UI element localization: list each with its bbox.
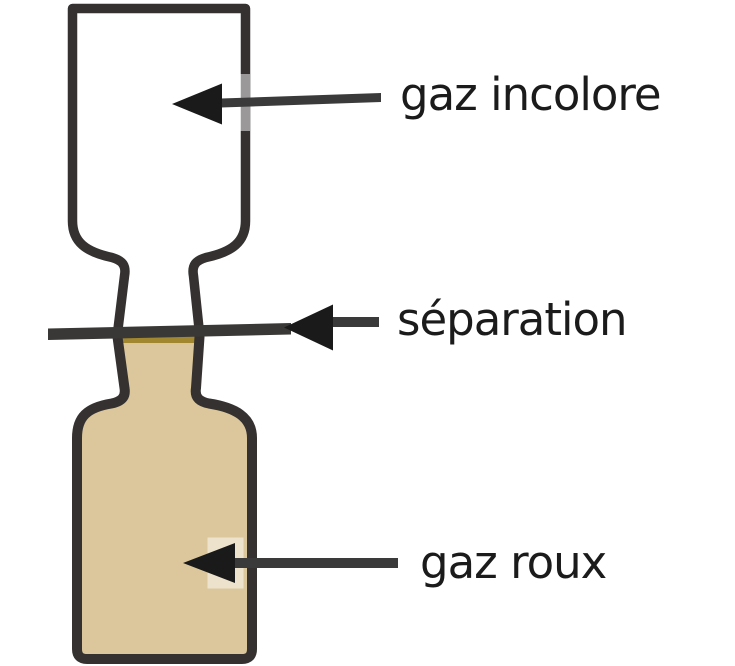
upper-flask-body bbox=[67, 3, 251, 338]
arrow-upper-gas bbox=[172, 83, 381, 125]
label-lower-gas: gaz roux bbox=[420, 536, 607, 589]
arrow-lower-line bbox=[233, 558, 398, 568]
arrowhead-left-icon bbox=[183, 543, 235, 583]
label-upper-gas: gaz incolore bbox=[400, 68, 662, 121]
gas-boundary-gold-line bbox=[120, 334, 198, 343]
separation-plate-line bbox=[48, 323, 291, 340]
arrowhead-left-icon bbox=[172, 83, 222, 125]
arrow-lower-gas bbox=[183, 543, 398, 583]
arrow-separation-line bbox=[330, 317, 379, 327]
lower-flask-fill bbox=[77, 331, 252, 659]
label-separation: séparation bbox=[397, 293, 628, 346]
arrow-upper-line bbox=[221, 93, 381, 108]
lower-flask-outline bbox=[72, 332, 257, 664]
arrow-separation bbox=[284, 304, 379, 351]
arrowhead-left-icon bbox=[284, 304, 333, 351]
